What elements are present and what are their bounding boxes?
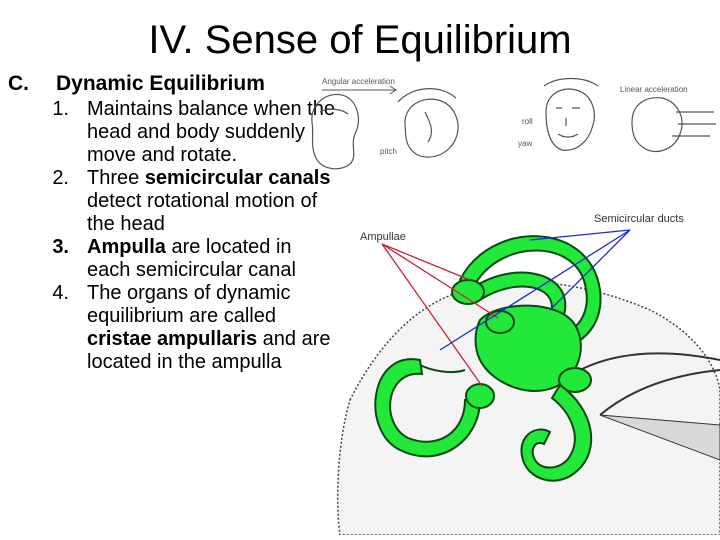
head-sketch-yaw [545,88,595,151]
ampulla [451,279,485,305]
section-letter: C. [8,72,29,95]
label-roll: roll [522,117,533,126]
cochlea [520,383,593,482]
head-sketch-pitch [311,93,359,170]
list-item: 2. Three semicircular canals detect rotat… [40,167,340,236]
list-item: 3. Ampulla are located in each semicircul… [40,236,340,282]
temporal-bone [336,281,720,535]
list-item-bold-text: Ampulla [87,236,166,258]
label-angular-acceleration: Angular acceleration [322,77,395,86]
list-number: 2. [52,167,69,189]
slide-title: IV. Sense of Equilibrium [148,18,572,62]
list-item-bold-text: semicircular canals [144,167,331,189]
list-number: 3. [52,236,69,258]
section-heading: Dynamic Equilibrium [56,72,265,95]
label-pitch: pitch [380,147,397,156]
inner-ear-diagram: Ampullae Semicircular ducts [336,213,720,535]
list-item-text: detect rotational motion of the head [87,190,318,235]
list-item-text: are located in each semicircular canal [87,236,296,281]
list-number: 1. [52,98,69,120]
label-semicircular-ducts: Semicircular ducts [594,213,684,225]
head-movement-illustration: Angular acceleration Linear acceleration… [311,77,716,170]
bullet-list: 1. Maintains balance when the head and bo… [40,98,340,374]
ampulla [465,383,495,409]
label-ampullae: Ampullae [360,231,406,243]
saccule [558,367,592,393]
labyrinth [374,235,602,482]
ampulla [485,310,515,334]
label-linear-acceleration: Linear acceleration [620,85,688,94]
list-item: 1. Maintains balance when the head and bo… [40,98,340,167]
list-item: 4. The organs of dynamic equilibrium are … [40,282,340,374]
ducts-pointer-lines [439,229,631,351]
head-sketch-linear [631,97,683,153]
list-item-text: Maintains balance when the head and body… [87,98,335,166]
head-sketch-roll [404,98,459,158]
list-item-text: Three [87,167,145,189]
list-item-text: and are located in the ampulla [87,328,331,373]
ampullae-pointer-lines [381,243,499,387]
list-item-text: The organs of dynamic equilibrium are ca… [87,282,291,327]
label-yaw: yaw [518,139,532,148]
list-number: 4. [52,282,69,304]
list-item-bold-text: cristae ampullaris [87,328,258,350]
